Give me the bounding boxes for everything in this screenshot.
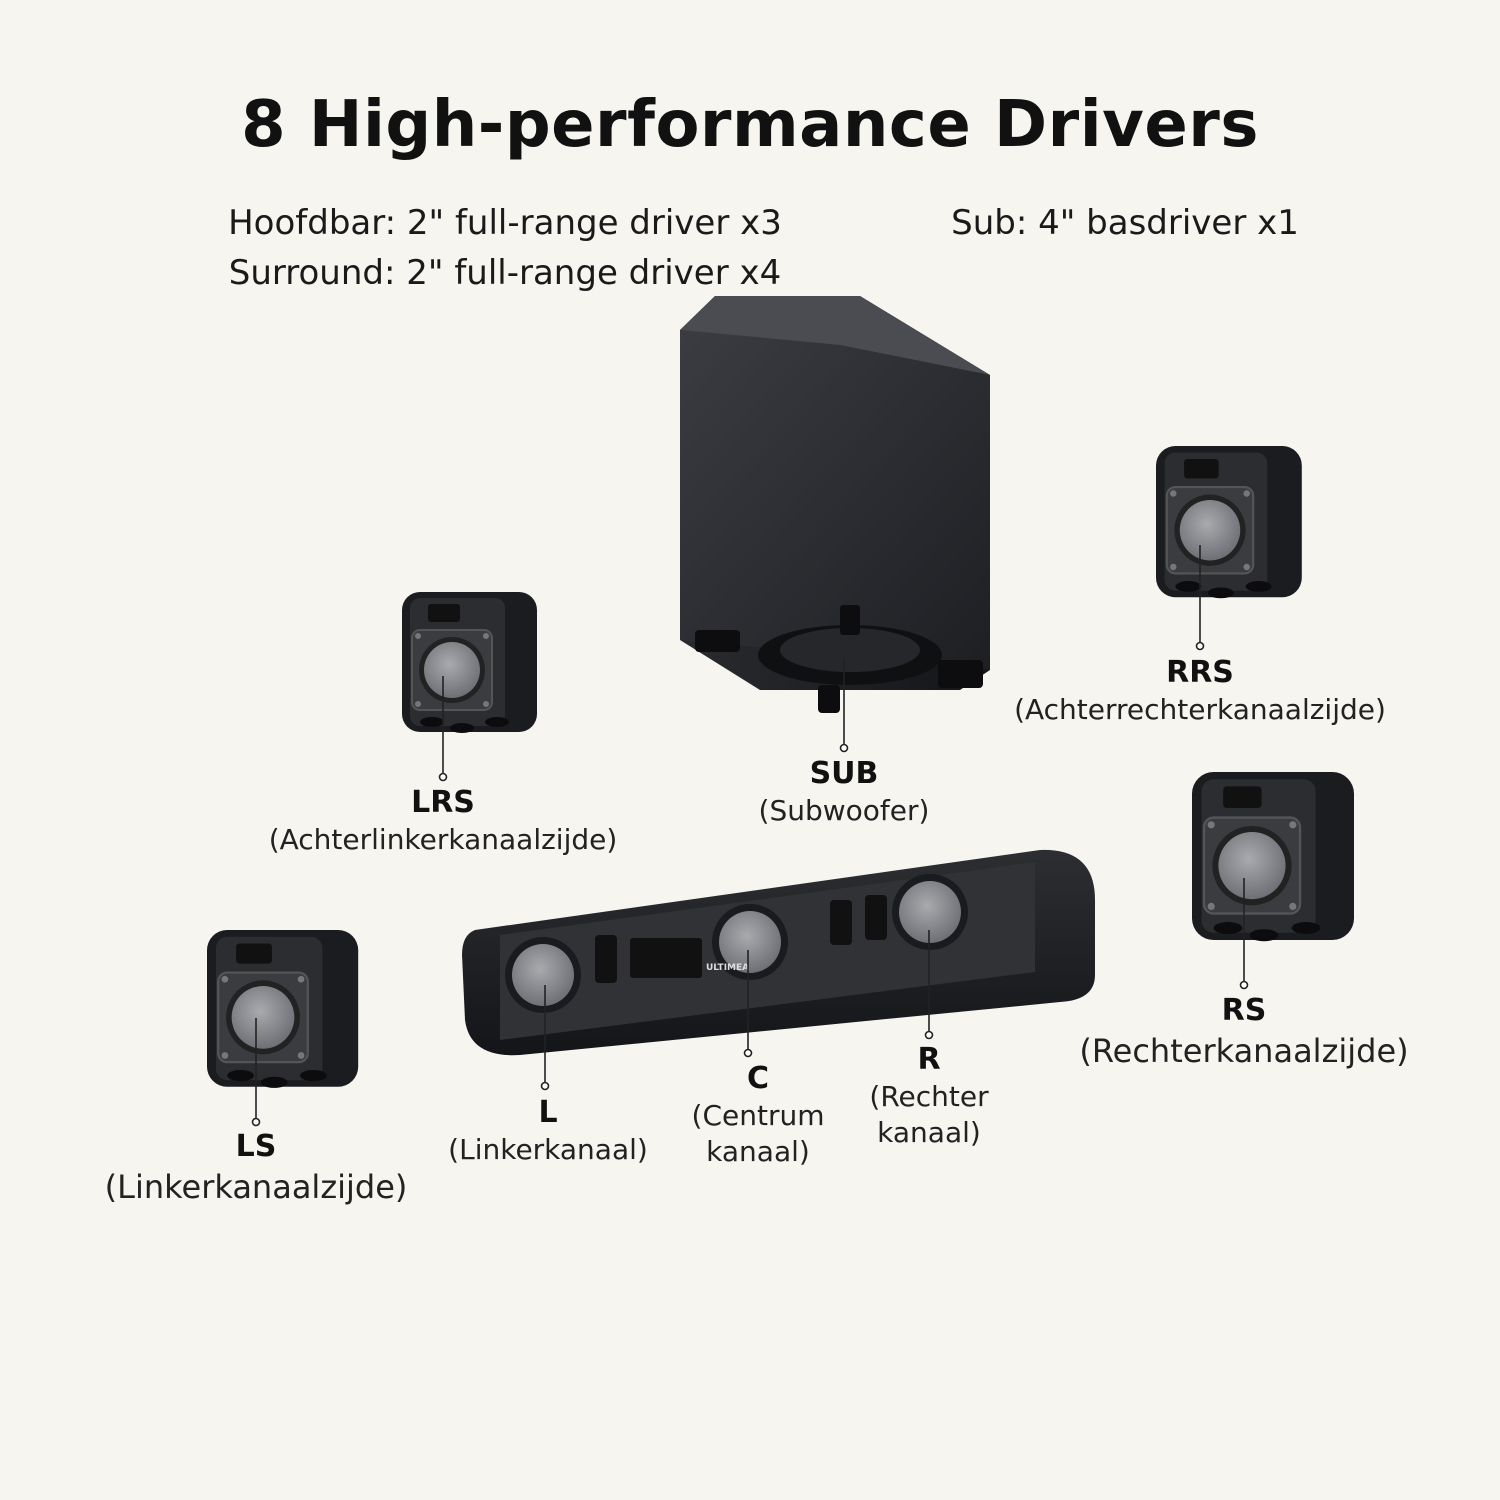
channel-label-r: R (Rechter kanaal) [854,1041,1004,1151]
channel-desc: (Linkerkanaal) [448,1133,648,1166]
subwoofer-illustration [680,296,990,713]
channel-label-ls: LS (Linkerkanaalzijde) [86,1128,426,1208]
page-title: 8 High-performance Drivers [241,88,1259,162]
channel-label-sub: SUB (Subwoofer) [744,755,944,829]
rrs-speaker-illustration [1154,444,1303,600]
channel-label-l: L (Linkerkanaal) [438,1094,658,1168]
channel-code: LRS [411,785,475,820]
channel-desc: (Achterrechterkanaalzijde) [1014,693,1386,726]
channel-desc: (Linkerkanaalzijde) [104,1168,408,1206]
ls-speaker-illustration [205,928,360,1090]
channel-label-rrs: RRS (Achterrechterkanaalzijde) [995,654,1405,728]
lrs-speaker-illustration [401,591,538,734]
soundbar-illustration: ULTIMEA [462,849,1095,1056]
channel-label-c: C (Centrum kanaal) [673,1060,843,1170]
channel-code: C [746,1061,770,1096]
sub-spec: Sub: 4" basdriver x1 [951,203,1299,243]
channel-code: R [917,1042,941,1077]
callout-lines [251,545,1249,1127]
channel-desc: (Centrum kanaal) [691,1099,825,1168]
channel-code: RRS [1166,655,1234,690]
surround-spec: Surround: 2" full-range driver x4 [228,253,782,293]
channel-desc: (Rechterkanaalzijde) [1079,1032,1409,1070]
channel-desc: (Subwoofer) [758,794,930,827]
channel-code: RS [1221,993,1267,1028]
channel-code: SUB [809,756,879,791]
channel-label-lrs: LRS (Achterlinkerkanaalzijde) [243,784,643,858]
main-specs: Hoofdbar: 2" full-range driver x3 Surrou… [160,198,850,298]
brand-logo: ULTIMEA [706,963,749,973]
channel-code: LS [235,1129,277,1164]
channel-label-rs: RS (Rechterkanaalzijde) [1064,992,1424,1072]
channel-desc: (Rechter kanaal) [869,1080,989,1149]
hoofdbar-spec: Hoofdbar: 2" full-range driver x3 [228,203,782,243]
channel-desc: (Achterlinkerkanaalzijde) [268,823,618,856]
channel-code: L [538,1095,558,1130]
rs-speaker-illustration [1190,770,1356,943]
